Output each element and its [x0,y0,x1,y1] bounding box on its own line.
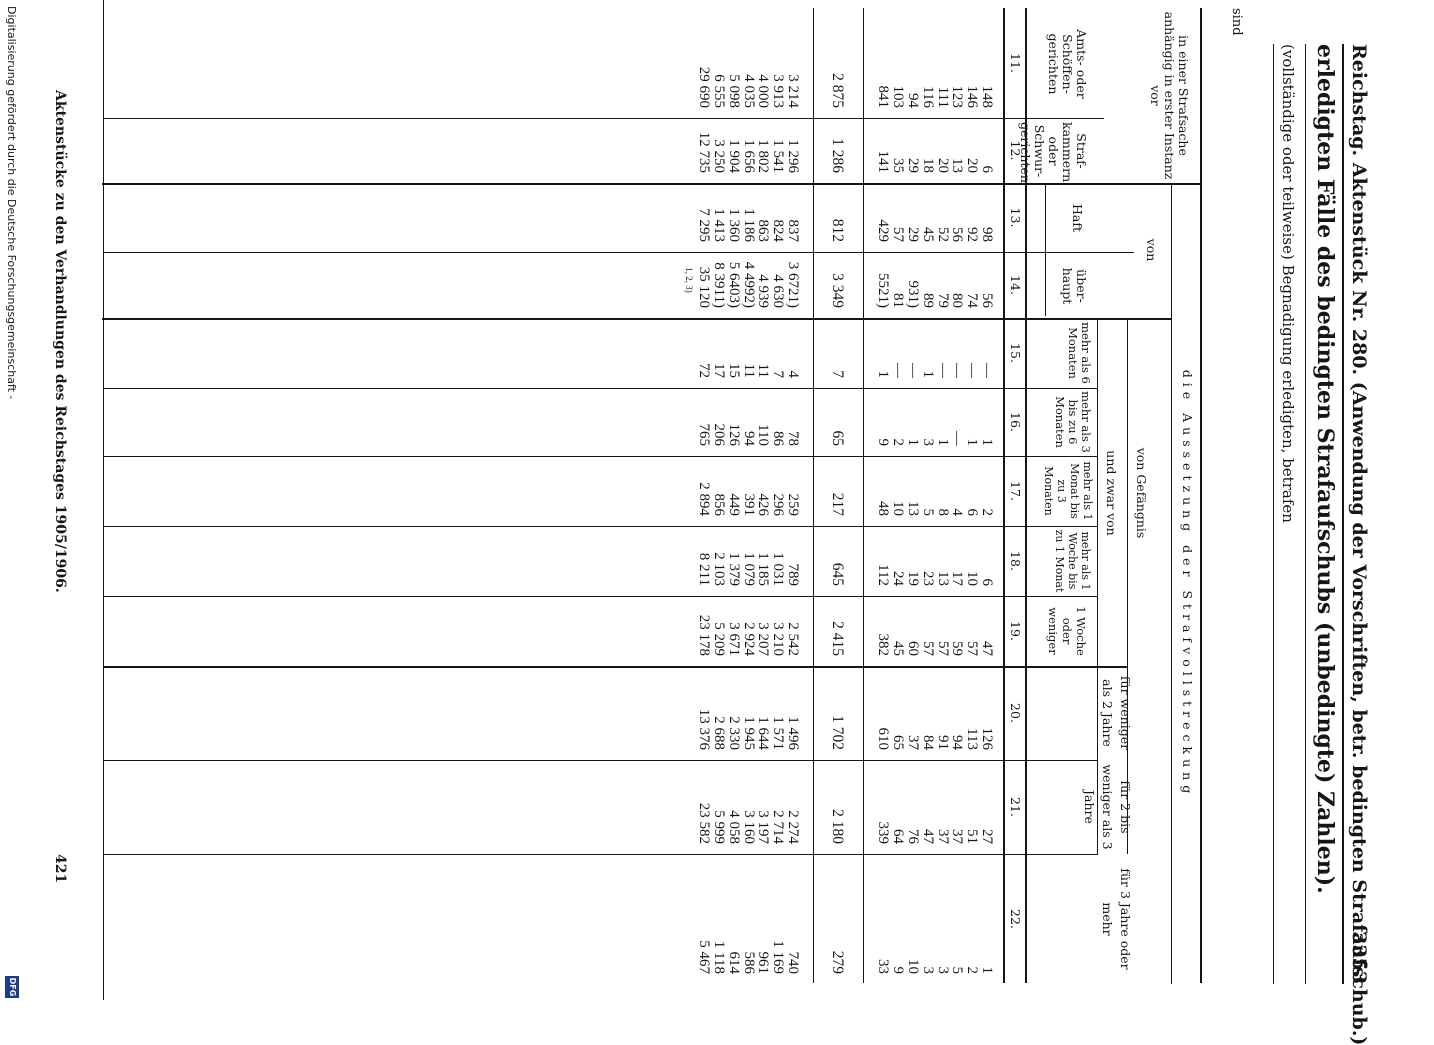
block1-rule [863,8,864,983]
footnote-mark: 1, 2, 3) [684,267,694,293]
col-header-21: für 2 bis weniger als 3 Jahre [1082,764,1133,850]
table-subtitle: (vollständige oder teilweise) Begnadigun… [1279,44,1297,523]
column-number: 20. [1008,703,1023,723]
table-total-cell: 65 [829,430,846,447]
table-total-cell: 2 415 [829,621,846,656]
digitization-credit: Digitalisierung gefördert durch die Deut… [0,0,20,1000]
table-vrule [102,183,1202,185]
table-column-values: 1 296 1 541 1 802 1 656 1 904 3 250 12 7… [696,131,801,173]
column-number: 19. [1008,621,1023,641]
column-number: 14. [1008,275,1023,295]
header-von: von [1144,238,1159,262]
table-column-values: 2 542 3 210 3 207 2 924 3 671 5 209 23 1… [696,614,801,656]
table-bottom-rule [103,0,104,1000]
table-total-cell: 1 702 [829,715,846,750]
title-rule [1305,44,1306,984]
column-number: 15. [1008,343,1023,363]
table-column-values: 789 1 031 1 185 1 079 1 379 2 103 8 211 [696,552,801,586]
col-header-22: für 3 Jahre oder mehr [1100,868,1133,970]
von-rule [1045,184,1046,316]
col-header-20: für weniger als 2 Jahre [1100,675,1133,751]
col-header-15: mehr als 6 Monaten [1066,322,1093,384]
column-number: 21. [1008,797,1023,817]
table-title: erledigten Fälle des bedingten Strafaufs… [1312,44,1338,894]
table-column-values: 740 1 169 961 586 614 1 118 5 467 [696,940,801,974]
document-page: Reichstag. Aktenstück Nr. 280. (Anwendun… [0,0,1374,1045]
table-total-cell: 2 875 [829,73,846,108]
table-column-values: 56 74 80 79 89 931) 81 5521) [875,273,995,308]
column-number: 17. [1008,481,1023,501]
table-column-values: 259 296 426 391 449 856 2 894 [696,482,801,516]
table-column-values: 3 6721) 4 630 4 939 4 4992) 5 6403) 8 39… [696,261,801,308]
table-column-values: 2 6 4 8 5 13 10 48 [875,501,995,516]
table-column-values: 1 1 — 1 3 1 2 9 [875,431,995,446]
footer-title: Aktenstücke zu den Verhandlungen des Rei… [52,90,68,593]
group-header-strafvollstreckung: die Aussetzung der Strafvollstreckung [1180,369,1195,799]
col-header-17: mehr als 1 Monat bis zu 3 Monaten [1042,461,1094,521]
table-column-values: 6 20 13 20 18 29 35 141 [875,150,995,174]
dfg-logo: DFG [5,976,19,998]
table-total-cell: 1 286 [829,138,846,173]
table-column-values: 126 113 94 91 84 37 65 610 [875,727,995,751]
table-column-values: 1 496 1 571 1 644 1 945 2 330 2 688 13 3… [696,708,801,750]
table-total-cell: 279 [829,950,846,974]
table-total-cell: 2 180 [829,809,846,844]
table-column-values: 98 92 56 52 45 29 57 429 [875,219,995,243]
col-header-12: Straf- kammern oder Schwur- gerichten [1018,122,1089,183]
page-number: 421 [52,854,68,884]
header-rule [1342,44,1344,984]
column-number: 16. [1008,412,1023,432]
running-header: Reichstag. Aktenstück Nr. 280. (Anwendun… [1344,44,1374,1045]
column-number: 22. [1008,909,1023,929]
column-number: 11. [1008,53,1023,73]
header-sind: sind [1229,8,1244,36]
subtitle-rule [1273,44,1274,984]
table-column-values: 6 10 17 13 23 19 24 112 [875,564,995,586]
col-header-14: über- haupt [1060,267,1089,305]
table-column-values: — — — — 1 — — 1 [875,363,995,378]
table-column-values: 78 86 110 94 126 206 765 [696,423,801,447]
table-column-values: 4 7 11 11 15 17 72 [696,363,801,378]
table-total-cell: 3 349 [829,273,846,308]
table-column-values: 47 57 59 57 57 60 45 382 [875,633,995,657]
col-header-11: Amts- oder Schöffen- gerichten [1046,29,1089,99]
running-header-page: 3353 [1348,931,1370,984]
group-header-left: in einer Strafsache anhängig in erster I… [1148,11,1191,180]
table-total-cell: 217 [829,492,846,516]
header-gefaengnis: von Gefängnis [1134,447,1149,539]
col-header-19: 1 Woche oder weniger [1046,606,1088,656]
digitization-text: Digitalisierung gefördert durch die Deut… [5,6,18,400]
table-column-values: 3 214 3 913 4 000 4 035 5 098 6 555 29 6… [696,66,801,108]
column-number: 18. [1008,551,1023,571]
table-total-cell: 645 [829,562,846,586]
table-top-rule [1200,8,1202,983]
table-column-values: 148 146 123 111 116 94 103 841 [875,85,995,109]
table-column-values: 2 274 2 714 3 197 3 160 4 058 5 999 23 5… [696,802,801,844]
col-header-16: mehr als 3 bis zu 6 Monaten [1053,391,1093,453]
col-header-18: mehr als 1 Woche bis zu 1 Monat [1053,529,1092,593]
block2-rule [813,8,814,983]
table-column-values: 27 51 37 37 47 76 64 339 [875,821,995,845]
column-number: 13. [1008,207,1023,228]
table-column-values: 837 824 863 1 186 1 360 1 413 7 295 [696,208,801,242]
table-column-values: 1 2 5 3 3 10 9 33 [875,959,995,974]
col-number-bottom-rule [1003,8,1005,983]
header-und-zwar: und zwar von [1104,450,1119,536]
table-total-cell: 7 [829,370,846,378]
table-total-cell: 812 [829,218,846,242]
column-number: 12. [1008,140,1023,161]
group-rule [1171,184,1172,984]
col-header-13: Haft [1070,203,1085,232]
running-header-left: Reichstag. Aktenstück Nr. 280. (Anwendun… [1348,44,1370,1045]
